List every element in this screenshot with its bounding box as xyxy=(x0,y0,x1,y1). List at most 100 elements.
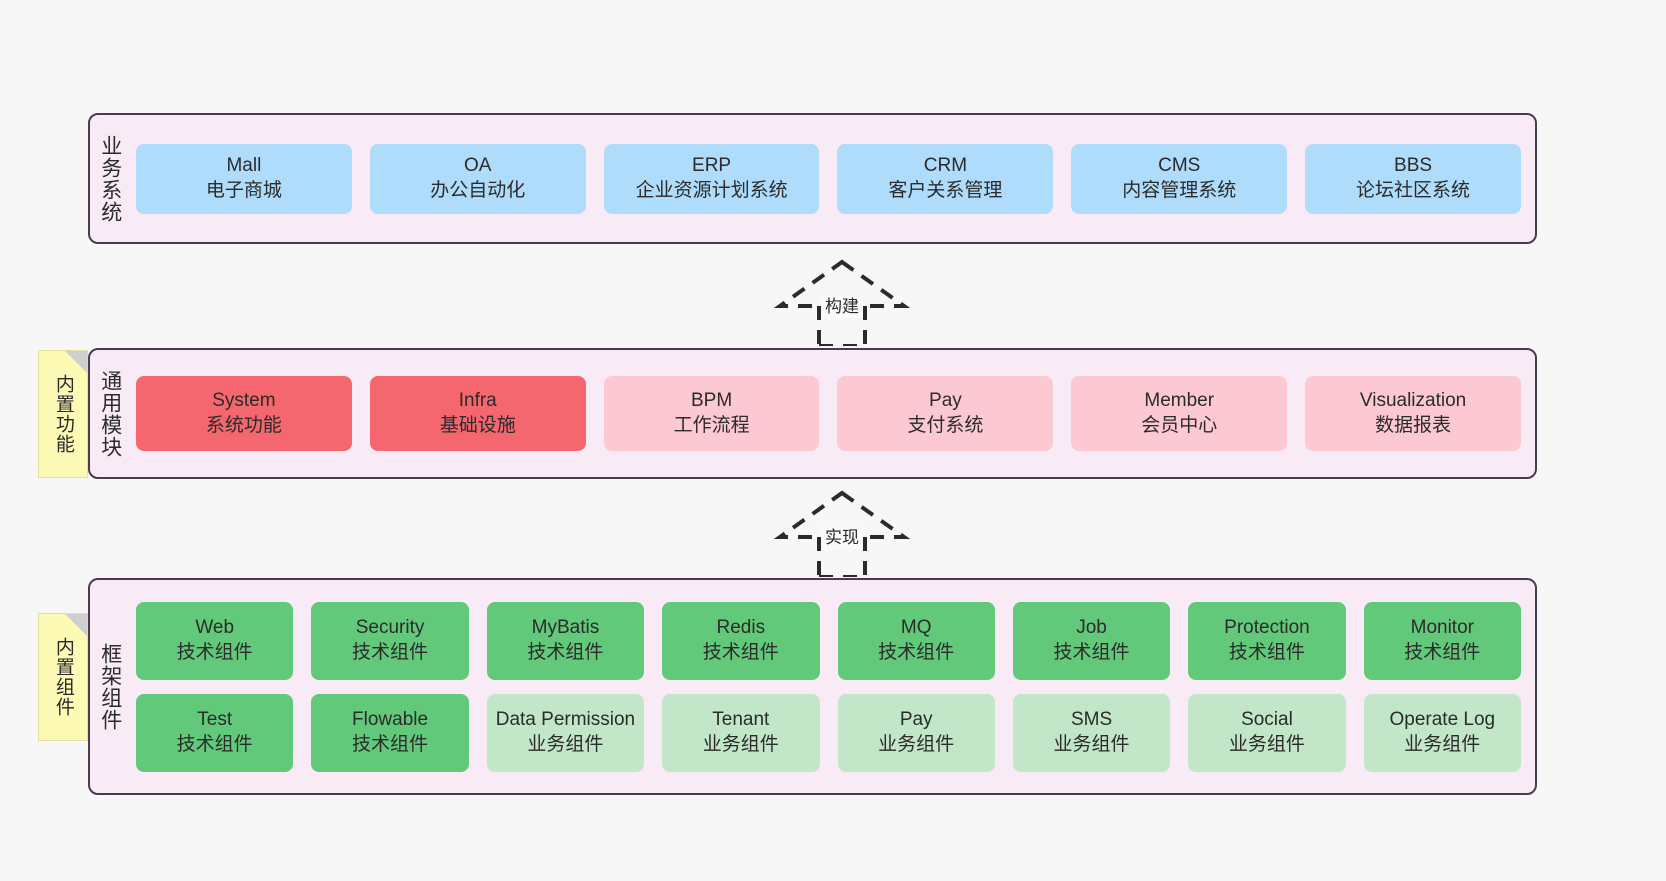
card-row: System 系统功能 Infra 基础设施 BPM 工作流程 Pay 支付系统… xyxy=(136,376,1521,451)
card-tenant[interactable]: Tenant 业务组件 xyxy=(662,693,820,772)
card-sms[interactable]: SMS 业务组件 xyxy=(1012,693,1171,772)
card-title-cn: 技术组件 xyxy=(352,733,429,755)
card-title-en: Operate Log xyxy=(1389,709,1496,731)
card-title-en: BBS xyxy=(1394,155,1433,177)
card-member[interactable]: Member 会员中心 xyxy=(1071,376,1288,451)
card-title-cn: 内容管理系统 xyxy=(1122,179,1237,201)
card-title-en: Job xyxy=(1076,617,1107,639)
layer-body-common-module: System 系统功能 Infra 基础设施 BPM 工作流程 Pay 支付系统… xyxy=(130,350,1535,477)
card-title-en: Pay xyxy=(899,709,933,731)
card-title-en: MyBatis xyxy=(531,617,600,639)
card-title-cn: 业务组件 xyxy=(1053,733,1130,755)
sticky-note-builtin-features: 内置功能 xyxy=(38,350,88,478)
card-title-en: MQ xyxy=(900,617,932,639)
card-test[interactable]: Test 技术组件 xyxy=(136,693,294,772)
card-title-cn: 技术组件 xyxy=(352,641,429,663)
card-title-en: SMS xyxy=(1070,709,1113,731)
card-system[interactable]: System 系统功能 xyxy=(136,376,352,451)
card-title-en: CRM xyxy=(923,155,968,177)
card-title-cn: 技术组件 xyxy=(1053,641,1130,663)
card-visualization[interactable]: Visualization 数据报表 xyxy=(1305,376,1521,451)
card-title-cn: 技术组件 xyxy=(1228,641,1305,663)
card-erp[interactable]: ERP 企业资源计划系统 xyxy=(603,143,820,214)
card-pay-module[interactable]: Pay 支付系统 xyxy=(837,376,1054,451)
generalization-arrow-icon xyxy=(773,259,911,346)
generalization-arrow-icon xyxy=(773,490,911,577)
card-title-cn: 论坛社区系统 xyxy=(1356,179,1471,201)
layer-body-business-system: Mall 电子商城 OA 办公自动化 ERP 企业资源计划系统 CRM 客户关系… xyxy=(130,115,1535,242)
card-oa[interactable]: OA 办公自动化 xyxy=(369,143,586,214)
card-title-cn: 工作流程 xyxy=(673,414,750,436)
card-title-en: Redis xyxy=(716,617,766,639)
card-title-cn: 电子商城 xyxy=(205,179,282,201)
card-title-cn: 业务组件 xyxy=(1228,733,1305,755)
layer-business-system: 业务系统 Mall 电子商城 OA 办公自动化 ERP 企业资源计划系统 CRM… xyxy=(88,113,1537,244)
card-title-cn: 企业资源计划系统 xyxy=(635,179,788,201)
card-flowable[interactable]: Flowable 技术组件 xyxy=(311,693,469,772)
card-title-cn: 系统功能 xyxy=(205,414,282,436)
card-bpm[interactable]: BPM 工作流程 xyxy=(603,376,820,451)
connector-label-implement: 实现 xyxy=(821,527,863,550)
card-redis[interactable]: Redis 技术组件 xyxy=(662,601,820,680)
sticky-note-label: 内置功能 xyxy=(52,374,74,454)
card-title-en: Visualization xyxy=(1359,390,1467,412)
card-title-cn: 技术组件 xyxy=(176,733,253,755)
layer-title-common-module: 通用模块 xyxy=(98,369,122,458)
card-data-permission[interactable]: Data Permission 业务组件 xyxy=(486,693,645,772)
card-job[interactable]: Job 技术组件 xyxy=(1012,601,1171,680)
card-operate-log[interactable]: Operate Log 业务组件 xyxy=(1363,693,1521,772)
card-title-en: Web xyxy=(195,617,235,639)
card-row: Web 技术组件 Security 技术组件 MyBatis 技术组件 Redi… xyxy=(136,601,1521,680)
card-title-cn: 技术组件 xyxy=(1404,641,1481,663)
card-title-cn: 业务组件 xyxy=(1404,733,1481,755)
card-title-cn: 客户关系管理 xyxy=(888,179,1003,201)
card-title-en: BPM xyxy=(690,390,733,412)
layer-title-business-system: 业务系统 xyxy=(98,134,122,223)
sticky-note-builtin-components: 内置组件 xyxy=(38,613,88,741)
card-title-en: OA xyxy=(464,155,492,177)
connector-implement: 实现 xyxy=(762,487,922,577)
card-title-cn: 技术组件 xyxy=(878,641,955,663)
card-bbs[interactable]: BBS 论坛社区系统 xyxy=(1305,143,1521,214)
card-web[interactable]: Web 技术组件 xyxy=(136,601,294,680)
card-title-cn: 数据报表 xyxy=(1375,414,1452,436)
card-title-en: Flowable xyxy=(352,709,429,731)
card-mall[interactable]: Mall 电子商城 xyxy=(136,143,352,214)
layer-title-framework-component: 框架组件 xyxy=(98,642,122,731)
card-title-cn: 会员中心 xyxy=(1141,414,1218,436)
card-title-cn: 业务组件 xyxy=(878,733,955,755)
card-title-en: Pay xyxy=(929,390,962,412)
card-title-en: Test xyxy=(197,709,233,731)
card-title-cn: 业务组件 xyxy=(702,733,779,755)
card-title-en: ERP xyxy=(692,155,732,177)
card-title-en: Monitor xyxy=(1410,617,1474,639)
card-mybatis[interactable]: MyBatis 技术组件 xyxy=(486,601,645,680)
card-security[interactable]: Security 技术组件 xyxy=(311,601,469,680)
card-title-cn: 基础设施 xyxy=(439,414,516,436)
card-title-cn: 技术组件 xyxy=(527,641,604,663)
card-title-en: Protection xyxy=(1224,617,1310,639)
card-title-cn: 业务组件 xyxy=(527,733,604,755)
card-title-cn: 支付系统 xyxy=(907,414,984,436)
card-pay-component[interactable]: Pay 业务组件 xyxy=(837,693,995,772)
card-cms[interactable]: CMS 内容管理系统 xyxy=(1071,143,1288,214)
card-infra[interactable]: Infra 基础设施 xyxy=(369,376,586,451)
layer-framework-component: 框架组件 Web 技术组件 Security 技术组件 MyBatis 技术组件… xyxy=(88,578,1537,795)
sticky-note-label: 内置组件 xyxy=(52,637,74,717)
card-title-en: Social xyxy=(1241,709,1293,731)
card-row: Mall 电子商城 OA 办公自动化 ERP 企业资源计划系统 CRM 客户关系… xyxy=(136,143,1521,214)
card-title-en: Mall xyxy=(226,155,262,177)
card-monitor[interactable]: Monitor 技术组件 xyxy=(1363,601,1521,680)
card-title-cn: 办公自动化 xyxy=(430,179,526,201)
card-title-en: System xyxy=(212,390,276,412)
card-title-en: CMS xyxy=(1158,155,1201,177)
card-title-en: Security xyxy=(355,617,425,639)
card-social[interactable]: Social 业务组件 xyxy=(1188,693,1346,772)
card-title-en: Data Permission xyxy=(495,709,636,731)
card-row: Test 技术组件 Flowable 技术组件 Data Permission … xyxy=(136,693,1521,772)
card-mq[interactable]: MQ 技术组件 xyxy=(837,601,995,680)
card-crm[interactable]: CRM 客户关系管理 xyxy=(837,143,1054,214)
card-protection[interactable]: Protection 技术组件 xyxy=(1188,601,1346,680)
card-title-cn: 技术组件 xyxy=(176,641,253,663)
